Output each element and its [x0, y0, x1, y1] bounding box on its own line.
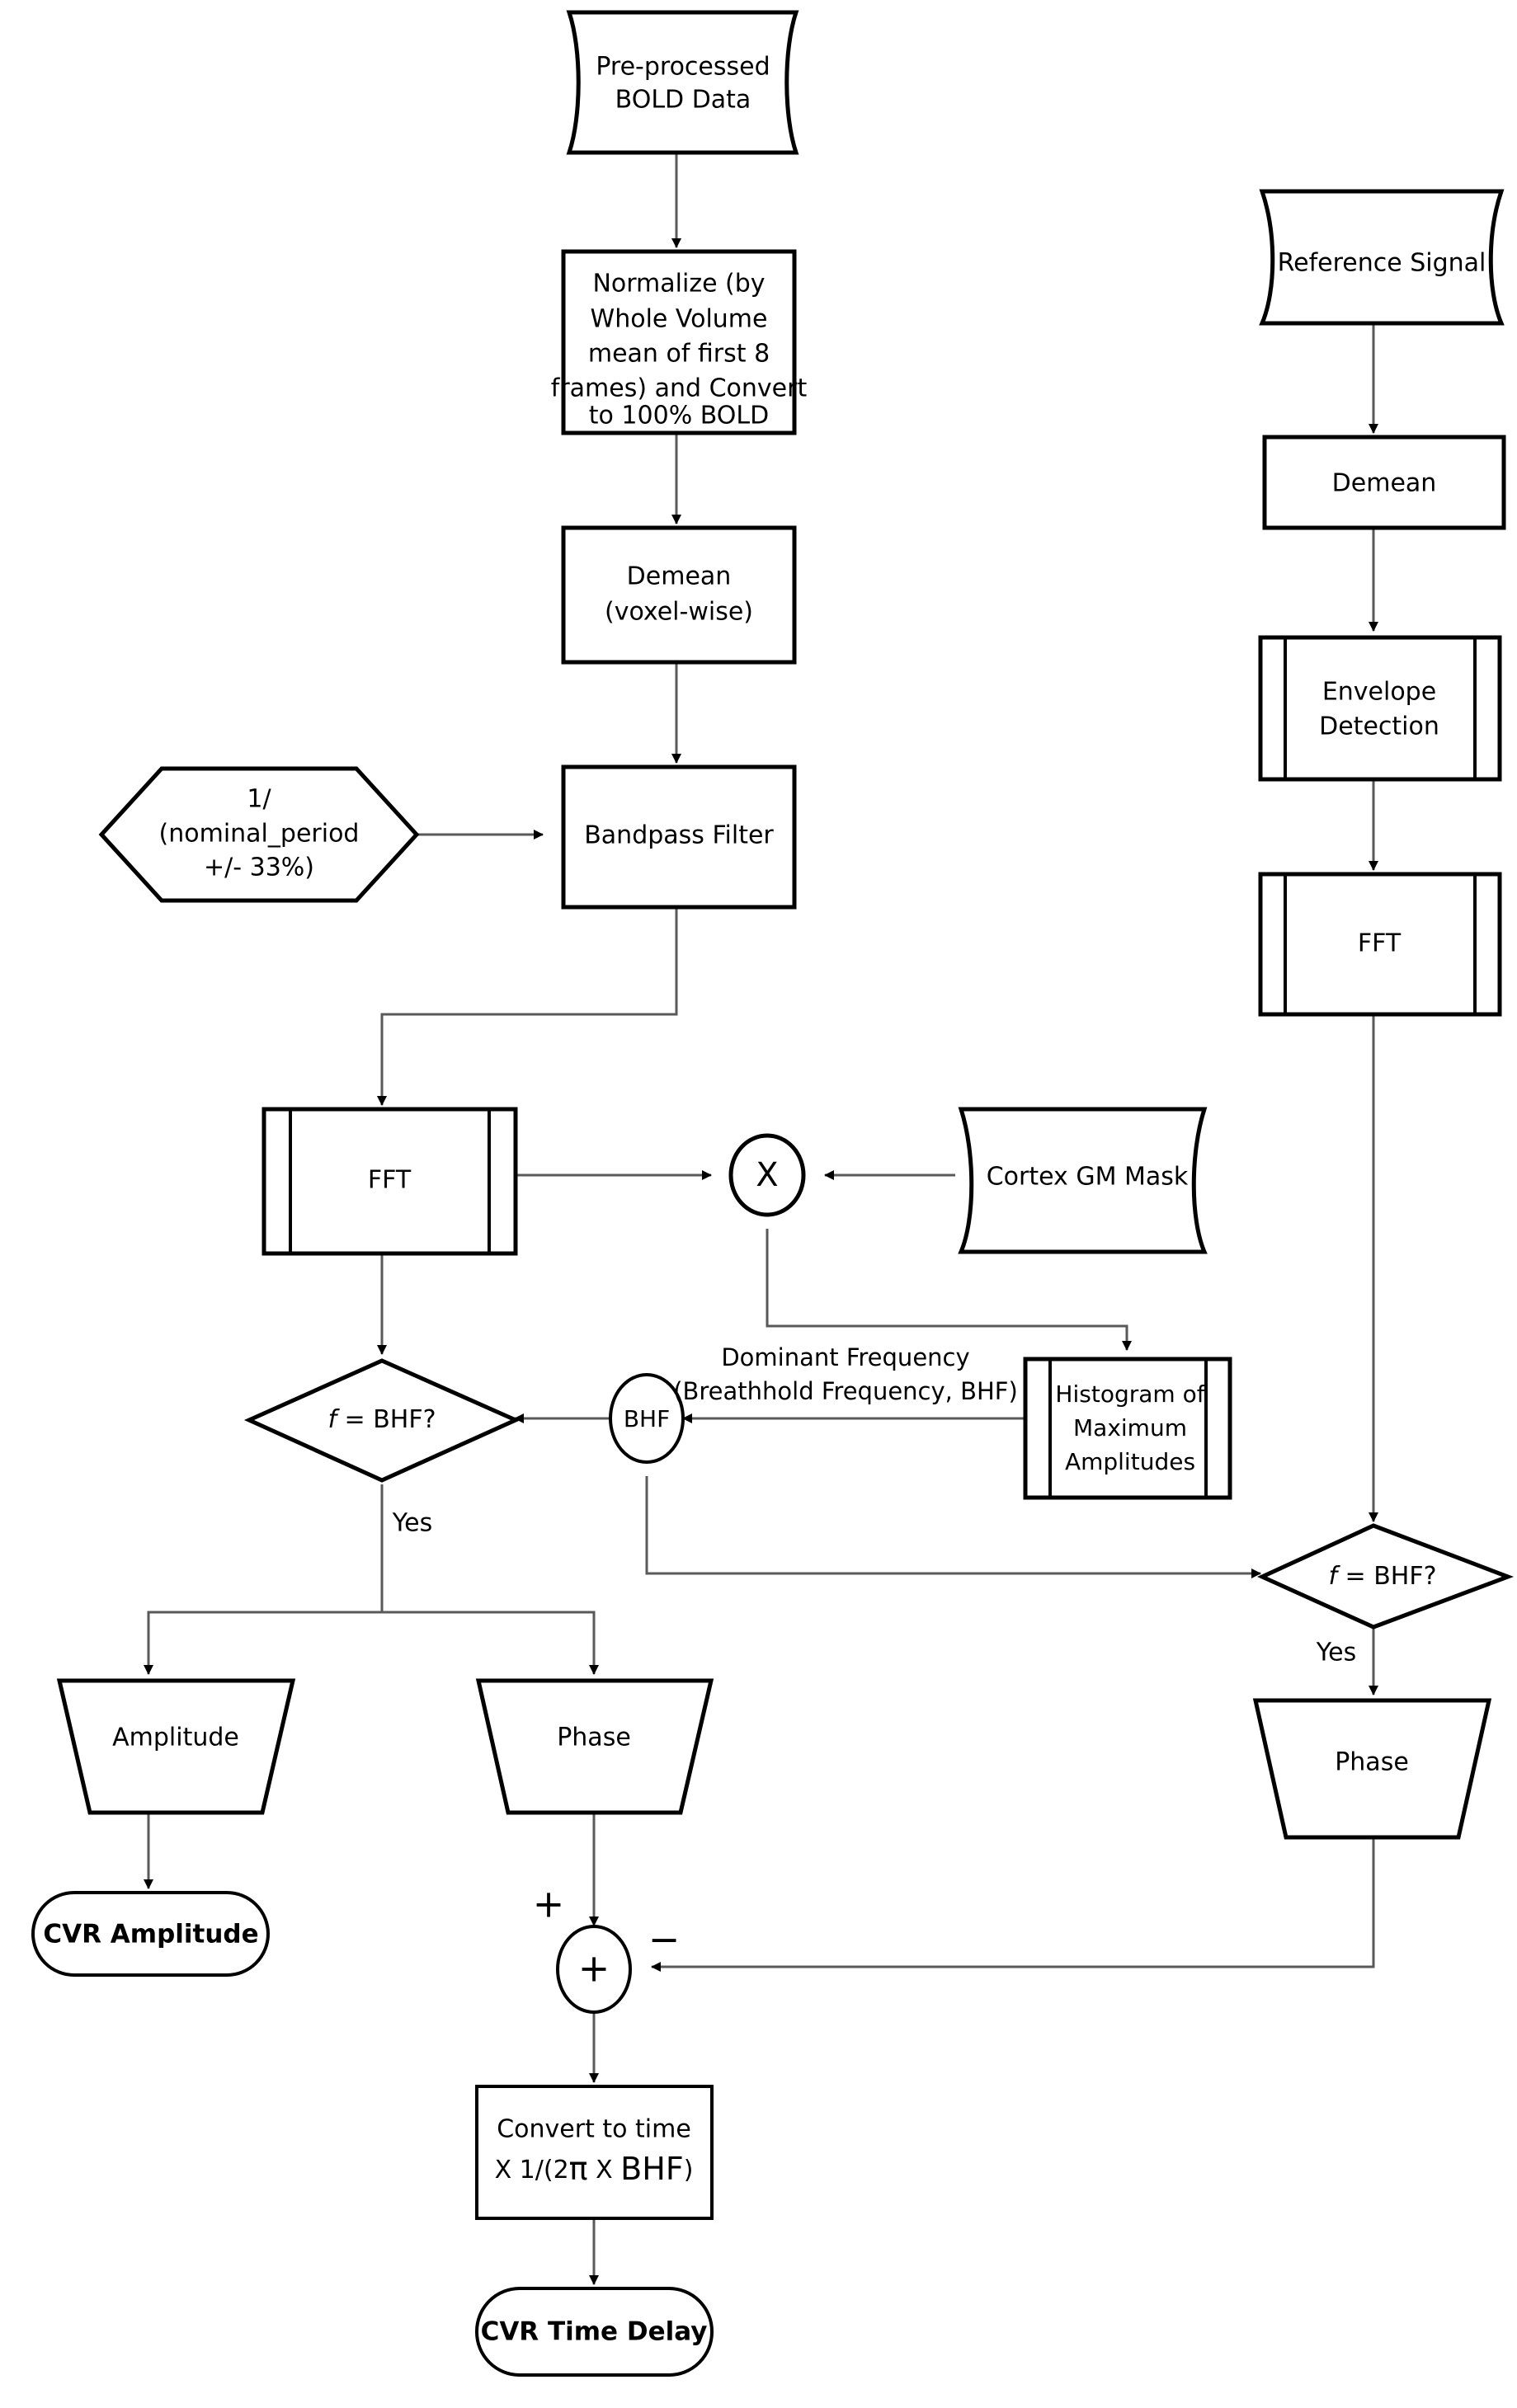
normalize-line5: to 100% BOLD — [589, 402, 769, 430]
node-envelope-detection[interactable]: Envelope Detection — [1258, 635, 1502, 782]
dominant-frequency-line2: (Breathhold Frequency, BHF) — [673, 1377, 1018, 1405]
node-fft-reference[interactable]: FFT — [1258, 872, 1502, 1017]
node-cortex-gm-mask[interactable]: Cortex GM Mask — [958, 1107, 1208, 1254]
edge-multiply-to-histogram — [766, 1229, 1132, 1351]
envelope-line2: Detection — [1319, 713, 1439, 741]
cvr-amplitude-label: CVR Amplitude — [43, 1920, 258, 1949]
edge-label-dominant-frequency: Dominant Frequency (Breathhold Frequency… — [673, 1343, 1018, 1405]
histogram-line3: Amplitudes — [1065, 1448, 1195, 1475]
bold-data-line1: Pre-processed — [596, 53, 770, 82]
demean-voxel-line2: (voxel-wise) — [605, 598, 753, 627]
node-multiply[interactable]: X — [728, 1133, 806, 1217]
node-bhf-circle[interactable]: BHF — [609, 1373, 685, 1464]
bandpass-label: Bandpass Filter — [584, 821, 774, 850]
dominant-frequency-line1: Dominant Frequency — [721, 1343, 969, 1371]
fft-bold-label: FFT — [368, 1166, 412, 1195]
node-reference-signal[interactable]: Reference Signal — [1259, 189, 1505, 326]
edge-label-yes-left: Yes — [392, 1509, 432, 1538]
envelope-line1: Envelope — [1322, 678, 1436, 707]
histogram-line1: Histogram of — [1055, 1380, 1205, 1408]
node-demean-voxelwise[interactable]: Demean (voxel-wise) — [561, 525, 797, 665]
nominal-period-line3: +/- 33%) — [204, 854, 314, 882]
edge-phase-ref-to-sum — [651, 1839, 1375, 1972]
nominal-period-line1: 1/ — [247, 785, 271, 814]
convert-close-paren: ) — [684, 2156, 694, 2185]
bhf-circle-label: BHF — [624, 1405, 670, 1432]
node-phase-reference[interactable]: Phase — [1252, 1698, 1492, 1840]
normalize-line2: Whole Volume — [591, 305, 768, 334]
node-phase-bold[interactable]: Phase — [475, 1678, 714, 1815]
bold-data-line2: BOLD Data — [615, 86, 751, 115]
cortex-mask-label: Cortex GM Mask — [987, 1163, 1189, 1192]
convert-bhf: BHF — [620, 2151, 684, 2187]
decision-bold-label: f = BHF? — [327, 1405, 436, 1434]
decision-bold-rest: = BHF? — [337, 1405, 436, 1434]
histogram-line2: Maximum — [1073, 1414, 1187, 1442]
multiply-label: X — [756, 1156, 778, 1194]
decision-ref-rest: = BHF? — [1337, 1562, 1437, 1591]
node-decision-bold[interactable]: f = BHF? — [243, 1358, 521, 1483]
amplitude-label: Amplitude — [112, 1724, 239, 1752]
convert-line1: Convert to time — [497, 2115, 691, 2144]
node-demean-reference[interactable]: Demean — [1262, 435, 1506, 530]
reference-signal-label: Reference Signal — [1278, 249, 1486, 278]
edge-bhf-to-decision-ref — [645, 1476, 1261, 1578]
normalize-line4: frames) and Convert — [551, 374, 808, 403]
node-histogram-max-amplitudes[interactable]: Histogram of Maximum Amplitudes — [1023, 1357, 1232, 1500]
convert-frac-prefix: X 1/(2 — [495, 2156, 569, 2185]
node-cvr-time-delay[interactable]: CVR Time Delay — [475, 2287, 714, 2377]
node-cvr-amplitude[interactable]: CVR Amplitude — [31, 1891, 270, 1977]
node-bandpass-filter[interactable]: Bandpass Filter — [561, 764, 797, 910]
node-preprocessed-bold-data[interactable]: Pre-processed BOLD Data — [566, 10, 799, 155]
node-fft-bold[interactable]: FFT — [261, 1107, 518, 1256]
edge-label-plus: + — [533, 1882, 565, 1926]
phase-bold-label: Phase — [557, 1724, 631, 1752]
normalize-line3: mean of first 8 — [588, 340, 770, 369]
phase-ref-label: Phase — [1335, 1748, 1409, 1777]
convert-pi: π — [569, 2151, 588, 2187]
node-convert-to-time[interactable]: Convert to time X 1/(2π X BHF) — [475, 2085, 714, 2220]
node-amplitude[interactable]: Amplitude — [56, 1678, 296, 1815]
fft-ref-label: FFT — [1358, 929, 1402, 958]
edge-label-yes-right: Yes — [1316, 1639, 1356, 1667]
edge-decision-to-phase — [382, 1611, 599, 1675]
connectors — [144, 153, 1378, 2285]
node-normalize[interactable]: Normalize (by Whole Volume mean of first… — [551, 249, 808, 435]
normalize-line1: Normalize (by — [592, 270, 765, 299]
demean-voxel-line1: Demean — [627, 562, 732, 591]
nominal-period-line2: (nominal_period — [159, 820, 360, 849]
sum-label: + — [578, 1946, 610, 1991]
edge-label-minus: − — [648, 1917, 681, 1962]
node-sum[interactable]: + — [556, 1925, 632, 2014]
convert-times: X — [588, 2156, 621, 2185]
cvr-time-delay-label: CVR Time Delay — [481, 2317, 708, 2347]
decision-ref-label: f = BHF? — [1328, 1562, 1436, 1591]
edge-bandpass-to-fft — [377, 907, 678, 1106]
convert-line2: X 1/(2π X BHF) — [495, 2151, 694, 2187]
node-decision-reference[interactable]: f = BHF? — [1256, 1523, 1515, 1630]
demean-ref-label: Demean — [1332, 469, 1437, 498]
edge-decision-to-amplitude — [144, 1484, 384, 1675]
node-nominal-period[interactable]: 1/ (nominal_period +/- 33%) — [98, 766, 420, 903]
